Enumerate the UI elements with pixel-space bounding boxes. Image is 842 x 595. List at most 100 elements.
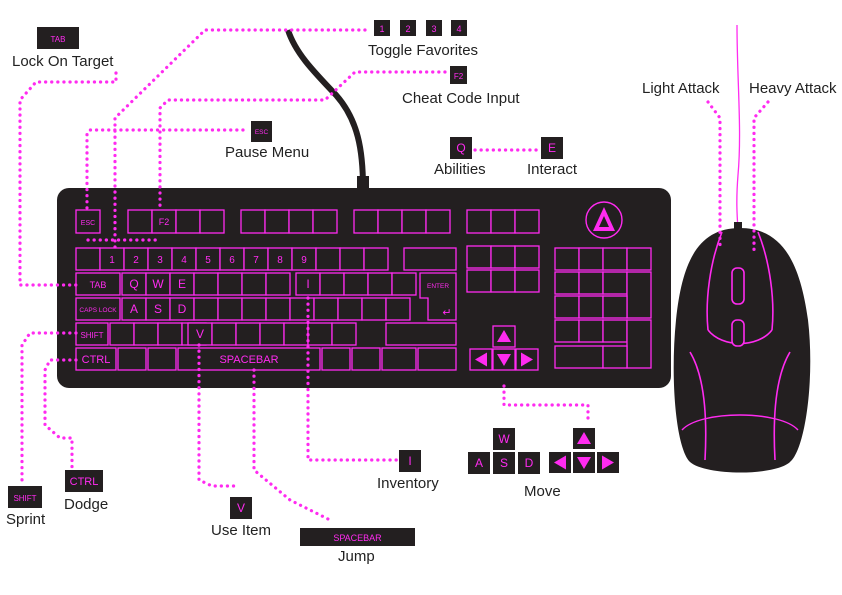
key-u xyxy=(265,272,291,296)
key-f6 xyxy=(264,209,290,234)
key-spacebar-label: SPACEBAR xyxy=(219,354,278,366)
mouse-dpi-button xyxy=(731,319,745,347)
numpad-key xyxy=(602,247,628,271)
key-slash xyxy=(331,322,357,346)
callout-badges: TAB 1 2 3 4 F2 ESC Q E I W A S D xyxy=(8,20,619,546)
badge-d xyxy=(518,452,540,474)
numpad-key xyxy=(602,271,628,295)
key-backtick xyxy=(75,247,101,271)
key-2-label: 2 xyxy=(133,255,139,266)
key-r xyxy=(193,272,219,296)
arrow-down-icon xyxy=(577,457,591,469)
arrow-left-icon xyxy=(554,455,566,470)
numpad-key xyxy=(602,345,628,369)
arrow-down-icon xyxy=(497,354,511,366)
key-comma xyxy=(283,322,309,346)
number-row: 1 2 3 4 5 6 7 8 9 xyxy=(75,247,457,271)
badge-4 xyxy=(451,20,467,36)
badge-esc-label: ESC xyxy=(255,129,269,136)
numpad-key xyxy=(602,295,628,319)
key-h xyxy=(241,297,267,321)
label-abilities: Abilities xyxy=(434,161,486,178)
label-move: Move xyxy=(524,483,561,500)
key-hash xyxy=(385,297,411,321)
shift-row: SHIFT V xyxy=(75,322,457,346)
badge-q-label: Q xyxy=(456,141,465,155)
key-o xyxy=(319,272,345,296)
key-win-left xyxy=(117,347,147,371)
mouse-scroll-wheel xyxy=(731,267,745,305)
key-tab-label: TAB xyxy=(90,280,107,290)
key-d-label: D xyxy=(178,302,187,316)
key-scrlk xyxy=(490,209,516,234)
key-win-right xyxy=(351,347,381,371)
key-i-label: I xyxy=(306,277,309,291)
label-dodge: Dodge xyxy=(64,496,108,513)
key-f3 xyxy=(175,209,201,234)
leader-jump xyxy=(252,368,332,522)
leader-lines xyxy=(18,28,770,522)
leader-pause-menu xyxy=(85,128,245,212)
key-6-label: 6 xyxy=(229,255,235,266)
numpad xyxy=(554,247,652,369)
badge-w-label: W xyxy=(498,432,510,446)
badge-w xyxy=(493,428,515,450)
leader-toggle-favorites xyxy=(113,28,367,250)
key-5-label: 5 xyxy=(205,255,211,266)
key-pgdn xyxy=(514,269,540,293)
badge-shift xyxy=(8,486,42,508)
badge-tab-label: TAB xyxy=(51,35,66,44)
key-j xyxy=(265,297,291,321)
key-a-label: A xyxy=(130,302,138,316)
key-y xyxy=(241,272,267,296)
badge-s xyxy=(493,452,515,474)
numpad-key xyxy=(554,247,580,271)
label-inventory: Inventory xyxy=(377,475,439,492)
leader-lock-on-target xyxy=(18,71,118,287)
key-semicolon xyxy=(337,297,363,321)
key-spacebar xyxy=(177,347,321,371)
key-pause xyxy=(514,209,540,234)
key-f2-label: F2 xyxy=(159,217,170,227)
arrow-right-icon xyxy=(521,352,533,367)
key-shift-right xyxy=(385,322,457,346)
key-caps-lock xyxy=(75,297,121,321)
badge-2-label: 2 xyxy=(405,24,410,34)
label-pause-menu: Pause Menu xyxy=(225,144,309,161)
badge-3 xyxy=(426,20,442,36)
key-equals xyxy=(363,247,389,271)
badge-e-label: E xyxy=(548,141,556,155)
badge-spacebar xyxy=(300,528,415,546)
key-k xyxy=(289,297,315,321)
numpad-key xyxy=(578,319,604,343)
key-f5 xyxy=(240,209,266,234)
nav-cluster xyxy=(466,245,540,293)
key-ctrl-label: CTRL xyxy=(82,354,111,366)
key-v-label: V xyxy=(196,327,204,341)
leader-use-item xyxy=(197,343,238,488)
key-x xyxy=(157,322,183,346)
key-quote xyxy=(361,297,387,321)
key-p xyxy=(343,272,369,296)
key-delete xyxy=(466,269,492,293)
label-sprint: Sprint xyxy=(6,511,46,528)
key-g xyxy=(217,297,243,321)
key-s-label: S xyxy=(154,302,162,316)
function-row: ESC F2 xyxy=(75,209,540,234)
key-8-label: 8 xyxy=(277,255,283,266)
key-ctrl-right xyxy=(417,347,457,371)
key-b xyxy=(211,322,237,346)
key-minus xyxy=(339,247,365,271)
key-esc xyxy=(75,209,101,234)
numpad-plus xyxy=(626,271,652,319)
key-q-label: Q xyxy=(129,277,138,291)
badge-a xyxy=(468,452,490,474)
key-n xyxy=(235,322,261,346)
badge-3-label: 3 xyxy=(431,24,436,34)
key-e-label: E xyxy=(178,277,186,291)
badge-1-label: 1 xyxy=(379,24,384,34)
badge-4-label: 4 xyxy=(456,24,461,34)
key-alt-right xyxy=(321,347,351,371)
numpad-key xyxy=(602,319,628,343)
leader-sprint xyxy=(20,331,78,482)
